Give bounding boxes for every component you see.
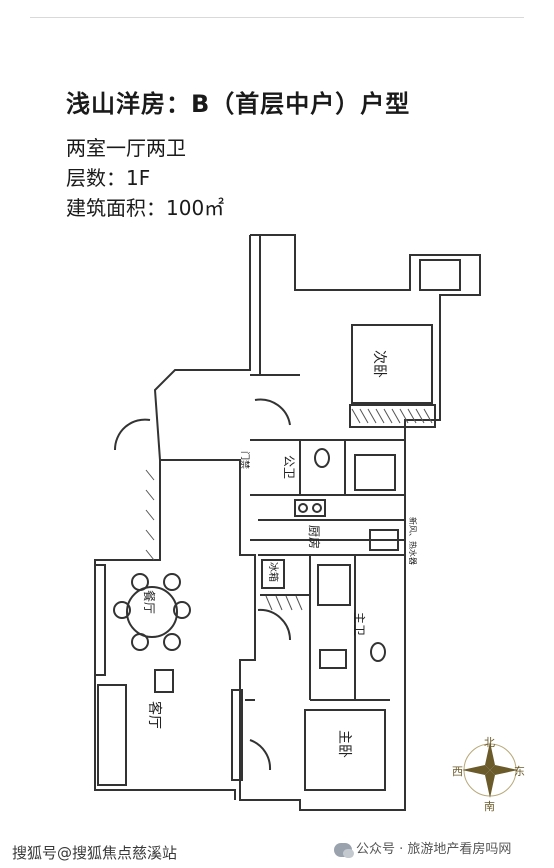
stovetop	[294, 499, 326, 517]
left-balcony-rail	[94, 564, 106, 676]
wechat-icon	[334, 842, 354, 858]
second-bedroom-bed	[351, 324, 433, 404]
watermark-text: 搜狐号@搜狐焦点慈溪站	[12, 844, 178, 862]
master-toilet	[370, 642, 386, 662]
fridge-label: 冰箱	[267, 562, 280, 582]
coffee-table	[154, 669, 174, 693]
inner-walls	[245, 439, 405, 701]
tv-cabinet	[231, 689, 243, 781]
layout-type: 两室一厅两卫	[66, 136, 186, 160]
building-area: 建筑面积：100㎡	[66, 196, 225, 220]
wardrobe-hatch	[351, 408, 433, 424]
compass-north: 北	[484, 736, 495, 749]
dining-table	[126, 586, 178, 638]
door-arc	[249, 739, 272, 771]
door-mark-label: 门禁	[239, 451, 251, 469]
master-sink	[319, 649, 347, 669]
dining-room-label: 餐厅	[142, 590, 157, 614]
compass-south: 南	[484, 800, 495, 813]
footer: 搜狐号@搜狐焦点慈溪站 公众号 · 旅游地产看房吗网	[0, 830, 554, 868]
kitchen-label: 厨房	[307, 525, 322, 549]
public-toilet	[314, 448, 330, 468]
plan-title: 浅山洋房：B（首层中户）户型	[66, 90, 411, 118]
annotation-label: 新风、热水器	[408, 517, 418, 565]
source-text: 公众号 · 旅游地产看房吗网	[334, 838, 512, 858]
compass-rose: 北 南 西 东	[452, 736, 525, 813]
master-shower	[317, 564, 351, 606]
door-arc	[113, 418, 151, 451]
living-room-label: 客厅	[146, 701, 163, 729]
window-box	[419, 259, 461, 291]
second-bedroom-label: 次卧	[371, 350, 387, 378]
compass-east: 东	[514, 765, 525, 778]
door-arc	[257, 608, 292, 641]
sofa	[97, 684, 127, 786]
outer-wall-diagonal	[153, 235, 251, 461]
source-label: 公众号 · 旅游地产看房吗网	[356, 842, 512, 857]
closet-hatch	[265, 595, 303, 611]
top-divider	[30, 17, 524, 18]
compass-west: 西	[452, 765, 463, 778]
fridge-box	[261, 559, 285, 589]
public-shower	[354, 454, 396, 491]
master-bedroom-label: 主卧	[336, 730, 352, 758]
kitchen-sink	[369, 529, 399, 551]
public-bath-label: 公卫	[282, 455, 296, 479]
outer-wall	[94, 234, 481, 811]
balcony-hatch	[145, 469, 155, 561]
master-bath-label: 主卫	[352, 612, 366, 636]
floor-count: 层数：1F	[66, 166, 151, 190]
door-arc	[254, 398, 291, 426]
inner-wall-left	[250, 235, 300, 376]
master-bedroom-bed	[304, 709, 386, 791]
